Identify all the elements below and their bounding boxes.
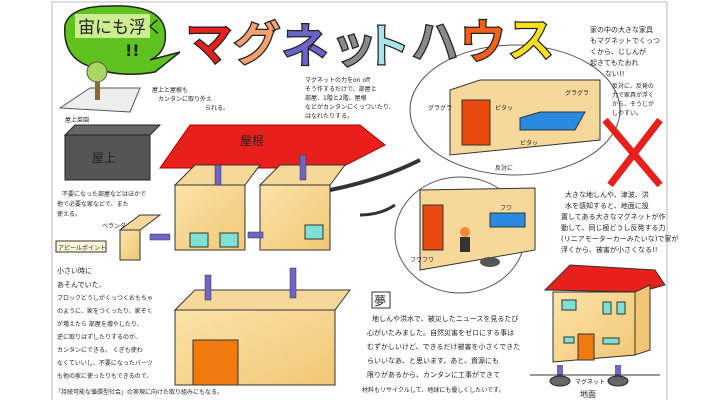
reverse-label: 反対に	[495, 164, 513, 172]
title-letter: ハ	[412, 15, 458, 69]
rooftop-module: 屋上	[63, 124, 162, 181]
reverse-note: 反対に、反発の 力で家具が浮く から、そうじが しやすい。	[612, 82, 654, 117]
appeal-line: ブロックどうしがくっつくおもちゃ	[57, 294, 153, 302]
furniture-note-line: もマグネットでくっつ	[590, 36, 660, 45]
balcony-label: ベランダ	[102, 222, 126, 230]
appeal-line: カンタンにできる。 くぎも使わ	[57, 346, 143, 354]
disaster-note-line: 水を感知すると、地面に設	[565, 201, 649, 210]
disaster-note: 大きな地しんや、津波、洪 水を感知すると、地面に設 置してある大きなマグネットが…	[561, 190, 678, 254]
reuse-note-line: 使える。	[57, 210, 81, 218]
dream-section: 夢 地しんや洪水で、被災したニュースを見るたび 心がいたみました。自然災害をゼロ…	[362, 291, 520, 394]
ground-label: 地面	[580, 389, 596, 399]
bubble-exclaim: !!	[125, 41, 140, 60]
title-letter: ウ	[460, 15, 506, 69]
bubble-text: 宙にも浮く	[78, 18, 163, 38]
rooftop-label: 屋上	[92, 151, 116, 165]
reverse-note-line: 反対に、反発の	[612, 82, 654, 90]
dream-line: 材料もリサイクルして、地球にも優しくしたいです。	[362, 386, 504, 394]
appeal-line: なくていいし、不要になったパーツ	[57, 360, 153, 367]
furniture-note-line: ない!!	[605, 70, 625, 78]
title-letter: ト	[364, 19, 410, 73]
dream-line: 地しんや洪水で、被災したニュースを見るたび	[372, 314, 518, 323]
appeal-line: 小さい時に	[57, 266, 92, 275]
detach-note-line: られる。	[205, 105, 229, 112]
dream-heading: 夢	[374, 294, 386, 308]
arrow-icon	[359, 203, 396, 217]
disaster-note-line: 大きな地しんや、津波、洪	[565, 190, 649, 199]
appeal-line: 逆に取りはずしたりするのが、	[57, 333, 141, 341]
furniture-note-line: 家の中の大きな家具	[590, 25, 653, 34]
title-letter: ス	[508, 13, 554, 67]
reverse-note-line: 力で家具が浮く	[612, 91, 654, 99]
dream-line: 心がいたみました。自然災害をゼロにする事は	[367, 328, 514, 337]
dream-line: 限りがあるから、カンタンに工事ができて	[367, 370, 500, 379]
sfx-shake: グラグラ	[428, 104, 452, 112]
furniture-note: 家の中の大きな家具 もマグネットでくっつ くから、じしんが 起きてもたおれ ない…	[590, 25, 660, 78]
title-letter: グ	[234, 17, 280, 71]
sfx-float-2: フワ	[500, 205, 512, 212]
appeal-heading: アピールポイント	[58, 244, 106, 252]
sfx-stick: ピタッ	[495, 104, 513, 112]
house-modules	[118, 154, 351, 386]
dream-line: むずかしいけど、できるだけ被害を小さくできた	[367, 342, 520, 351]
arrow-icon	[329, 158, 421, 192]
sfx-stick-2: ピタッ	[520, 139, 538, 147]
disaster-note-line: (リニアモーターカーみたいな)で家が	[561, 234, 678, 243]
appeal-line: のように、家をつくったり、家ぞく	[57, 307, 153, 315]
floating-house: マグネット 地面	[530, 264, 666, 399]
magnet-note: マグネットの力をon off そう作するだけで、部屋と 部屋、1階と2階、屋根 …	[305, 76, 395, 120]
furniture-note-line: 起きてもたおれ	[590, 59, 639, 67]
floating-scene: フワフワ フワ	[394, 176, 536, 294]
reuse-note-line: 他で必要な家などで、また	[57, 200, 129, 208]
appeal-line: あそんでいた、	[57, 281, 106, 289]
roof-module: 屋根	[159, 124, 386, 169]
rooftop-garden: 屋上菜園	[58, 61, 141, 124]
appeal-line: が増えたら 部屋を増やしたり、	[57, 320, 143, 328]
dream-line: らいいなあ、と思います。あと、資源にも	[367, 356, 499, 365]
disaster-note-line: 動して、同じ極どうし反発する力	[561, 223, 665, 232]
appeal-line: も他の家に使ったりもできるので、	[57, 372, 152, 380]
reverse-note-line: しやすい。	[612, 109, 642, 117]
furniture-note-line: くから、じしんが	[590, 47, 646, 56]
title-letter: ネ	[282, 19, 328, 73]
main-title: マ グ ネ ッ ト ハ ウ ス	[185, 12, 556, 75]
magnet-note-line: はなれたりする。	[305, 113, 353, 120]
title-letter: マ	[186, 17, 232, 71]
appeal-closing: 「持続可能な循環型社会」の実現に向けた取り組みにもなる。	[55, 388, 223, 396]
reverse-note-line: から、そうじが	[612, 100, 654, 108]
magnet-note-line: そう作するだけで、部屋と	[305, 85, 377, 93]
garden-label: 屋上菜園	[65, 116, 89, 124]
sfx-float: フワフワ	[410, 257, 434, 264]
reuse-note-line: 不要になった部屋などはほかで	[62, 190, 146, 198]
magnet-note-line: 部屋、1階と2階、屋根	[305, 94, 367, 102]
roof-label: 屋根	[240, 134, 264, 148]
magnet-note-line: マグネットの力をon off	[305, 76, 371, 84]
magnet-note-line: などがカンタンにくっついたり、	[305, 103, 395, 111]
cross-mark-icon	[602, 117, 663, 188]
sfx-shake-2: グラグラ	[565, 89, 589, 97]
reuse-note: 不要になった部屋などはほかで 他で必要な家などで、また 使える。	[57, 190, 146, 218]
appeal-section: アピールポイント 小さい時に あそんでいた、 ブロックどうしがくっつくおもちゃ …	[55, 240, 223, 396]
detach-note-line: カンタンに取り外え	[158, 95, 212, 103]
magnet-label: マグネット	[575, 378, 605, 386]
title-bubble: 宙にも浮く !!	[64, 5, 181, 75]
title-letter: ッ	[331, 19, 377, 73]
furniture-scene: グラグラ ピタッ ピタッ グラグラ	[409, 44, 621, 176]
disaster-note-line: 浮くから、被害が小さくなる!!	[561, 245, 658, 254]
disaster-note-line: 置してある大きなマグネットが作	[561, 212, 666, 221]
detach-note-line: 屋上と屋根も	[152, 86, 188, 94]
